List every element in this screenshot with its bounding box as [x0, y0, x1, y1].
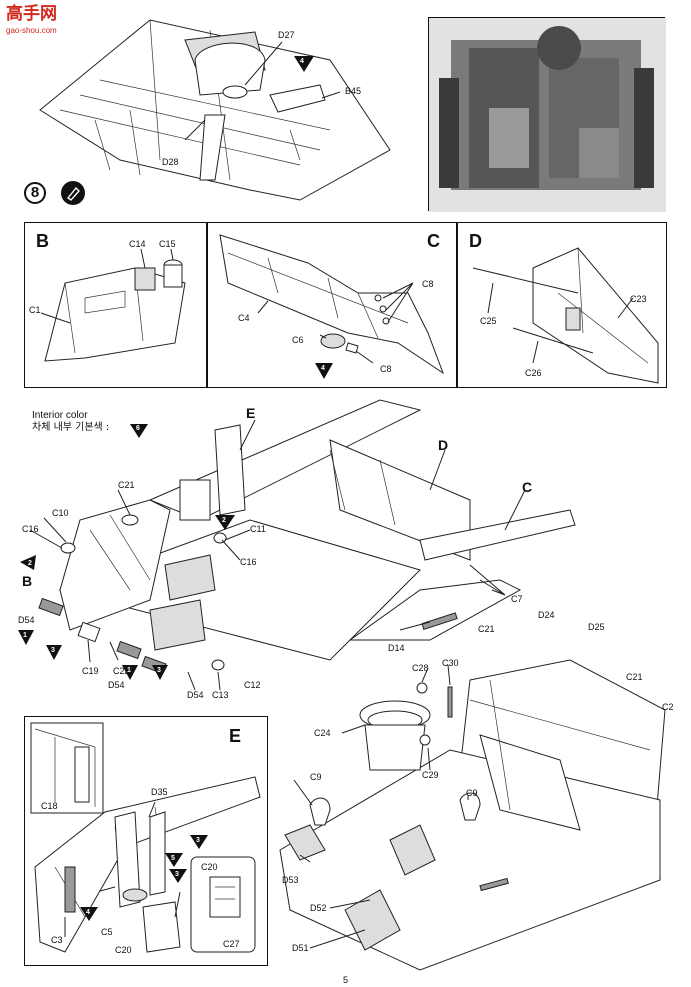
label-c1: C1 — [29, 305, 41, 315]
color-marker-2-icon — [20, 555, 36, 570]
color-marker-4-icon — [294, 56, 314, 72]
label-c16: C16 — [22, 524, 39, 534]
callout-d: D — [438, 437, 449, 453]
label-c30: C30 — [442, 658, 459, 668]
watermark-url: gao-shou.com — [6, 26, 57, 35]
interior-color-note: Interior color — [32, 410, 88, 421]
marker-3b: 3 — [157, 667, 161, 674]
label-c14: C14 — [129, 239, 146, 249]
interior-color-number: 6 — [136, 425, 140, 432]
label-c21: C21 — [118, 480, 135, 490]
marker-2a: 2 — [28, 560, 32, 567]
marker-2b: 2 — [222, 517, 226, 524]
marker-e-5: 5 — [171, 855, 175, 862]
panel-e-title: E — [229, 726, 242, 746]
label-c25: C25 — [480, 316, 497, 326]
color-marker-3-icon — [190, 835, 208, 849]
label-c18: C18 — [41, 801, 58, 811]
label-c27: C27 — [223, 939, 240, 949]
label-c16-b: C16 — [240, 557, 257, 567]
label-c29: C29 — [422, 770, 439, 780]
panel-c-title: C — [427, 231, 440, 251]
step-number-badge: 8 — [24, 182, 46, 204]
marker-e-4: 4 — [86, 909, 90, 916]
label-d27: D27 — [278, 30, 295, 40]
marker-1b: 1 — [127, 667, 131, 674]
color-marker-1-icon — [122, 665, 138, 680]
panel-d-title: D — [469, 231, 482, 251]
label-c21-c: C21 — [626, 672, 643, 682]
label-c19: C19 — [82, 666, 99, 676]
label-c9: C9 — [310, 772, 322, 782]
reference-photo — [428, 17, 666, 212]
label-c28: C28 — [412, 663, 429, 673]
callout-e: E — [246, 405, 256, 421]
label-d52: D52 — [310, 903, 327, 913]
label-c26: C26 — [525, 368, 542, 378]
color-marker-4-icon — [315, 363, 333, 379]
label-c21-b: C21 — [478, 624, 495, 634]
label-c7: C7 — [511, 594, 523, 604]
color-marker-3-icon — [169, 869, 187, 883]
subassembly-c-panel: C C8 C4 C6 C8 4 — [207, 222, 457, 388]
color-marker-2-icon — [215, 515, 235, 530]
label-d51: D51 — [292, 943, 309, 953]
label-d14: D14 — [388, 643, 405, 653]
label-d24: D24 — [538, 610, 555, 620]
marker-3a: 3 — [51, 647, 55, 654]
label-c8-top: C8 — [422, 279, 434, 289]
label-d54: D54 — [18, 615, 35, 625]
main-hull-assembly: E D C B C21 C10 C16 C11 C16 C7 D54 C19 C… — [0, 390, 691, 720]
panel-b-title: B — [36, 231, 49, 251]
glue-icon — [61, 181, 85, 205]
top-assembly-drawing: D27 B45 D28 4 — [0, 0, 420, 210]
label-d54-b: D54 — [108, 680, 125, 690]
label-c5: C5 — [101, 927, 113, 937]
label-c10: C10 — [52, 508, 69, 518]
color-marker-3-icon — [152, 665, 168, 680]
page-number: 5 — [343, 975, 349, 985]
label-d35: D35 — [151, 787, 168, 797]
color-marker-1-icon — [18, 630, 34, 645]
step-number: 8 — [30, 184, 40, 201]
label-c4: C4 — [238, 313, 250, 323]
label-c12: C12 — [244, 680, 261, 690]
label-c20: C20 — [115, 945, 132, 955]
color-marker-3-icon — [46, 645, 62, 660]
label-c22: C22 — [113, 666, 130, 676]
label-c20-inset: C20 — [201, 862, 218, 872]
subassembly-e-panel: E C18 D35 C3 C5 C20 C20 C27 3 5 3 4 — [24, 716, 268, 966]
callout-b: B — [22, 573, 33, 589]
label-d54-c: D54 — [187, 690, 204, 700]
label-c9-b: C9 — [466, 788, 478, 798]
color-marker-5-icon — [165, 853, 183, 867]
callout-c: C — [522, 479, 533, 495]
color-marker-4-icon — [80, 907, 98, 921]
label-c11: C11 — [250, 524, 266, 534]
label-c15: C15 — [159, 239, 176, 249]
label-c13: C13 — [212, 690, 229, 700]
label-c8-bottom: C8 — [380, 364, 392, 374]
marker-c-4: 4 — [321, 365, 325, 372]
label-c6: C6 — [292, 335, 304, 345]
subassembly-d-panel: D C23 C25 C26 — [457, 222, 667, 388]
watermark-title: 高手网 — [6, 4, 57, 24]
marker-e-3b: 3 — [175, 871, 179, 878]
label-c2: C2 — [662, 702, 674, 712]
interior-color-note-korean: 차체 내부 기본색 : — [32, 422, 110, 433]
label-c3: C3 — [51, 935, 63, 945]
label-d28: D28 — [162, 157, 179, 167]
marker-1a: 1 — [23, 632, 27, 639]
marker-e-3a: 3 — [196, 837, 200, 844]
marker-top-4: 4 — [300, 58, 304, 65]
label-d53: D53 — [282, 875, 299, 885]
label-b45: B45 — [345, 86, 362, 96]
label-d25: D25 — [588, 622, 605, 632]
lower-hull-assembly: D24 D25 C21 C21 C2 C28 C30 C24 C29 C9 C9… — [270, 600, 674, 975]
label-c23: C23 — [630, 294, 647, 304]
label-c24: C24 — [314, 728, 331, 738]
site-watermark: 高手网 gao-shou.com — [4, 4, 74, 38]
subassembly-b-panel: B C14 C15 C1 — [24, 222, 207, 388]
